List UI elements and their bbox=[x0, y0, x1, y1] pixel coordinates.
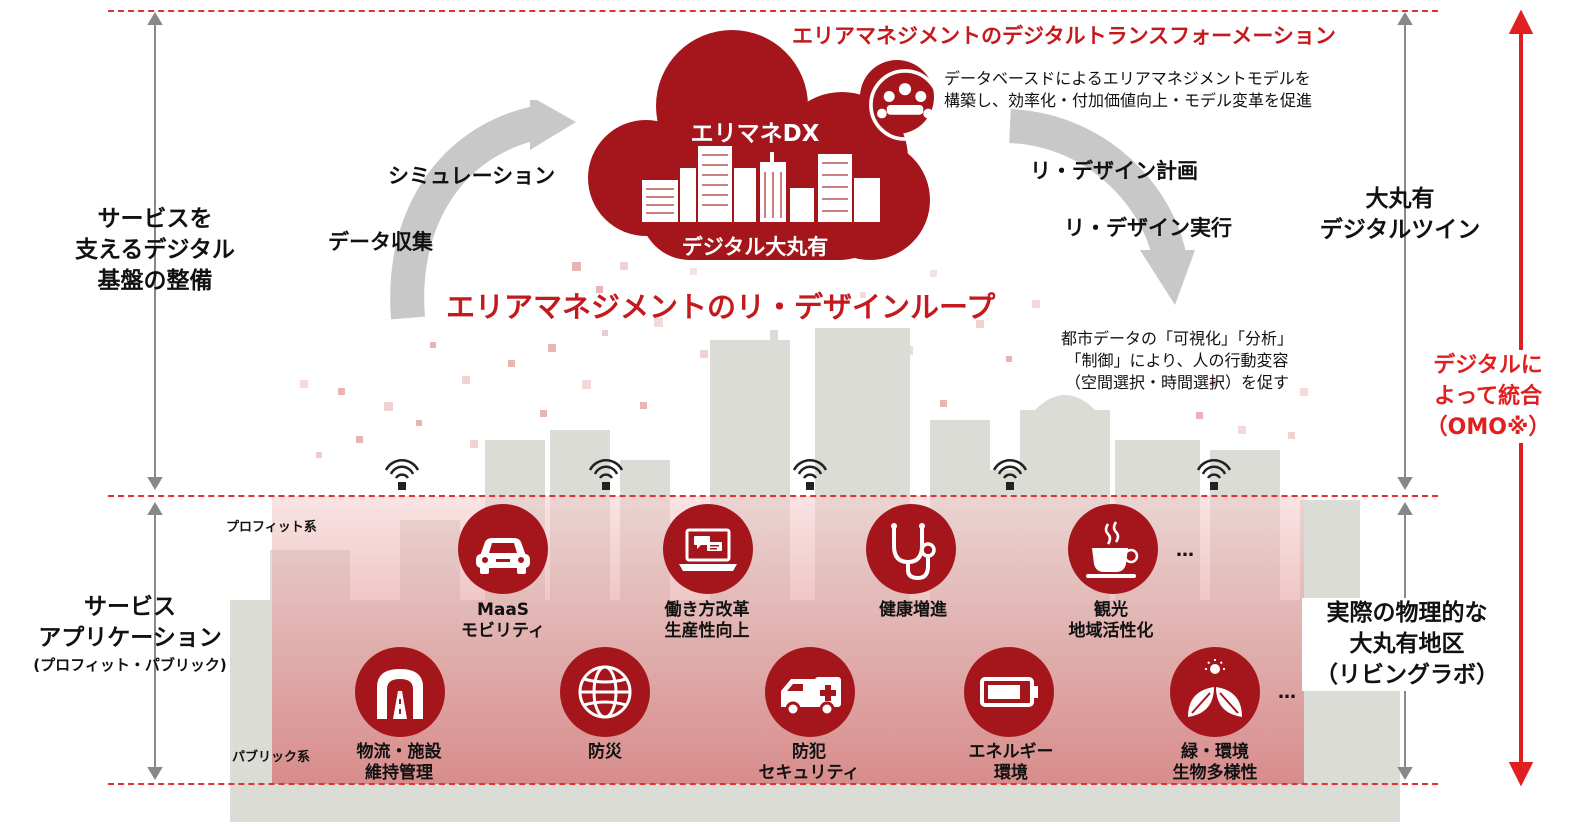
public-category-label: パブリック系 bbox=[232, 750, 311, 765]
public-ellipsis: … bbox=[1278, 682, 1296, 703]
globe-icon bbox=[560, 647, 650, 737]
physical-area-label: 実際の物理的な 大丸有地区 （リビングラボ） bbox=[1302, 598, 1512, 691]
leaf-sun-icon bbox=[1170, 647, 1260, 737]
city-note: 都市データの「可視化」「分析」 「制御」により、人の行動変容 （空間選択・時間選… bbox=[1036, 328, 1318, 394]
building-cluster-icon bbox=[642, 146, 880, 222]
service-label-workstyle: 働き方改革 生産性向上 bbox=[664, 600, 750, 641]
dx-description-line2: 構築し、効率化・付加価値向上・モデル変革を促進 bbox=[944, 91, 1313, 110]
bottom-dashed-line bbox=[108, 783, 1438, 785]
car-icon bbox=[458, 504, 548, 594]
right-arrows bbox=[1397, 12, 1413, 780]
team-meeting-icon bbox=[860, 60, 941, 141]
profit-category-label: プロフィット系 bbox=[226, 520, 317, 535]
left-arrows bbox=[147, 12, 163, 780]
antenna-icon-2 bbox=[588, 459, 624, 490]
omo-line3: （OMO※） bbox=[1425, 415, 1551, 440]
digital-twin-line1: 大丸有 bbox=[1365, 186, 1435, 212]
tunnel-road-icon bbox=[355, 647, 445, 737]
dx-description: データベースドによるエリアマネジメントモデルを 構築し、効率化・付加価値向上・モ… bbox=[944, 68, 1312, 112]
digital-twin-label: 大丸有 デジタルツイン bbox=[1300, 184, 1500, 246]
service-label-security: 防犯 セキュリティ bbox=[758, 742, 860, 783]
antenna-icon-1 bbox=[384, 459, 420, 490]
laptop-icon bbox=[663, 504, 753, 594]
physical-area-line2: 大丸有地区 bbox=[1349, 631, 1465, 657]
profit-ellipsis: … bbox=[1176, 540, 1194, 561]
physical-area-line1: 実際の物理的な bbox=[1326, 600, 1488, 626]
service-label-energy: エネルギー 環境 bbox=[968, 742, 1054, 783]
ambulance-icon bbox=[765, 647, 855, 737]
service-label-green: 緑・環境 生物多様性 bbox=[1172, 742, 1258, 783]
redesign-plan-label: リ・デザイン計画 bbox=[1030, 159, 1198, 183]
data-collection-label: データ収集 bbox=[328, 230, 433, 254]
service-label-maas: MaaS モビリティ bbox=[461, 600, 545, 641]
middle-dashed-line bbox=[108, 495, 1438, 497]
digital-foundation-line3: 基盤の整備 bbox=[97, 268, 213, 294]
header-title: エリアマネジメントのデジタルトランスフォーメーション bbox=[792, 24, 1336, 48]
omo-line2: よって統合 bbox=[1433, 384, 1543, 409]
digital-foundation-line2: 支えるデジタル bbox=[75, 237, 235, 263]
service-label-health: 健康増進 bbox=[879, 600, 947, 620]
top-dashed-line bbox=[108, 10, 1438, 12]
omo-line1: デジタルに bbox=[1433, 353, 1543, 378]
simulation-label: シミュレーション bbox=[388, 164, 556, 188]
city-note-line3: （空間選択・時間選択）を促す bbox=[1064, 373, 1289, 392]
redesign-execute-label: リ・デザイン実行 bbox=[1064, 216, 1232, 240]
antenna-icon-5 bbox=[1196, 459, 1232, 490]
omo-label: デジタルに よって統合 （OMO※） bbox=[1422, 350, 1554, 443]
loop-title: エリアマネジメントのリ・デザインループ bbox=[446, 290, 996, 324]
city-note-line1: 都市データの「可視化」「分析」 bbox=[1060, 329, 1293, 348]
cloud-title: エリマネDX bbox=[690, 121, 820, 147]
service-label-tourism: 観光 地域活性化 bbox=[1068, 600, 1154, 641]
service-label-logistics: 物流・施設 維持管理 bbox=[356, 742, 442, 783]
service-application-line1: サービス bbox=[84, 594, 176, 620]
loop-arrows bbox=[390, 100, 1195, 320]
digital-foundation-line1: サービスを bbox=[97, 206, 213, 232]
digital-foundation-label: サービスを 支えるデジタル 基盤の整備 bbox=[40, 204, 270, 297]
digital-twin-line2: デジタルツイン bbox=[1319, 217, 1481, 243]
battery-icon bbox=[964, 647, 1054, 737]
city-note-line2: 「制御」により、人の行動変容 bbox=[1065, 351, 1289, 370]
service-label-disaster: 防災 bbox=[588, 742, 622, 762]
physical-area-line3: （リビングラボ） bbox=[1315, 662, 1499, 688]
antenna-icon-4 bbox=[992, 459, 1028, 490]
dx-description-line1: データベースドによるエリアマネジメントモデルを bbox=[944, 69, 1311, 88]
cloud-subtitle: デジタル大丸有 bbox=[681, 235, 829, 259]
antenna-icon-3 bbox=[792, 459, 828, 490]
service-application-sub: (プロフィット・パブリック) bbox=[33, 656, 227, 674]
stethoscope-icon bbox=[866, 504, 956, 594]
service-application-label: サービス アプリケーション bbox=[10, 592, 250, 654]
coffee-cup-icon bbox=[1068, 504, 1158, 594]
service-application-line2: アプリケーション bbox=[38, 625, 222, 651]
